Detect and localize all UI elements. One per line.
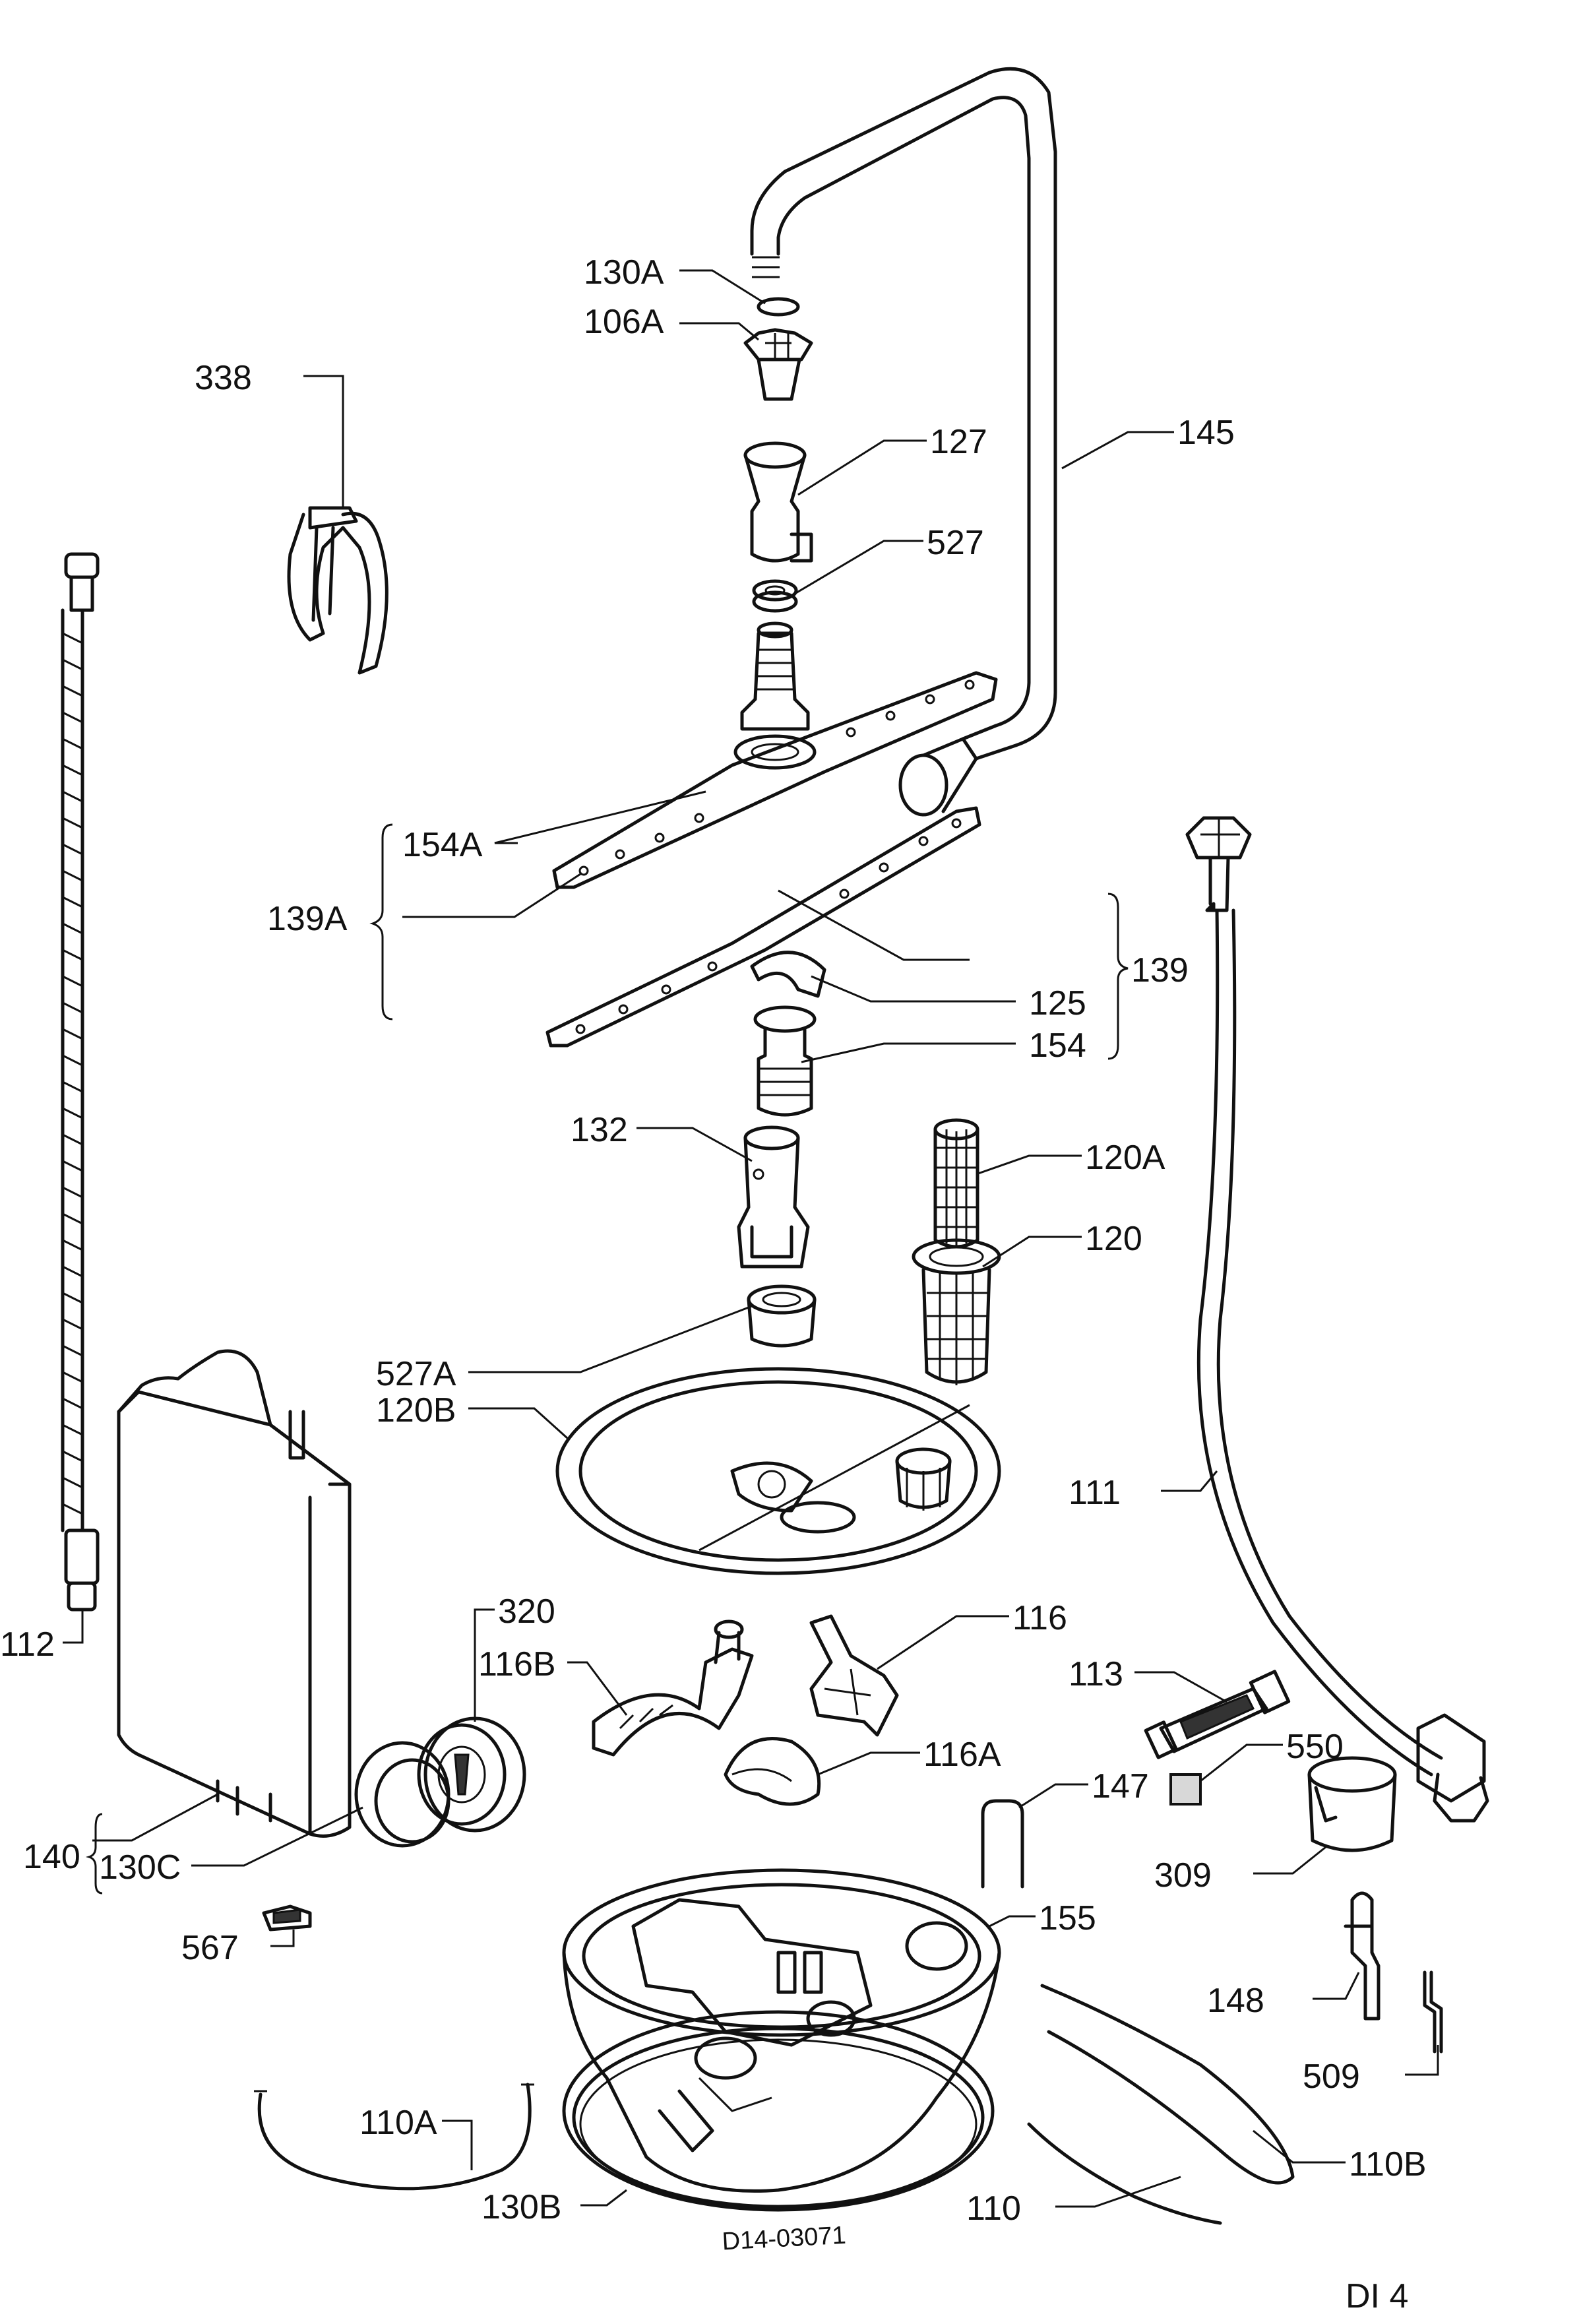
label-125: 125 (1029, 984, 1086, 1022)
part-147-u-clip (981, 1799, 1024, 1889)
bracket-139A (369, 823, 393, 1021)
label-132: 132 (571, 1111, 628, 1149)
label-550: 550 (1286, 1728, 1344, 1766)
part-116A-cap (724, 1737, 821, 1806)
part-110B-cord (1040, 1984, 1295, 2185)
leader-lines (63, 269, 1439, 2208)
label-320: 320 (498, 1592, 555, 1631)
part-338-clip (287, 506, 388, 675)
part-110-cord (1027, 2122, 1222, 2225)
part-139A-upper-spray-arm (552, 621, 998, 889)
bracket-140 (85, 1813, 103, 1895)
part-120-coarse-filter (912, 1238, 1001, 1385)
label-527: 527 (927, 524, 984, 562)
label-130B: 130B (481, 2188, 561, 2226)
bracket-139 (1107, 893, 1129, 1060)
label-140: 140 (23, 1838, 80, 1876)
page-code: DI 4 (1346, 2277, 1408, 2315)
drawing-number: D14-03071 (722, 2222, 847, 2256)
label-147: 147 (1092, 1767, 1149, 1806)
label-106A: 106A (584, 303, 664, 341)
part-111-inlet-hose (1185, 816, 1489, 1823)
label-130C: 130C (99, 1848, 181, 1887)
label-120: 120 (1085, 1220, 1142, 1258)
part-116B-elbow (592, 1619, 754, 1757)
label-112: 112 (0, 1625, 55, 1664)
part-110A-cord (257, 2083, 532, 2191)
part-309-cap (1307, 1756, 1397, 1852)
label-567: 567 (181, 1929, 239, 1967)
label-154: 154 (1029, 1026, 1086, 1065)
label-110B: 110B (1349, 2145, 1427, 2183)
part-127-sleeve (743, 441, 813, 563)
label-113: 113 (1069, 1655, 1123, 1693)
label-120B: 120B (376, 1391, 456, 1429)
label-120A: 120A (1085, 1139, 1165, 1177)
part-155-sump (562, 1868, 1001, 2193)
label-139A: 139A (267, 900, 348, 938)
label-139: 139 (1131, 951, 1189, 989)
part-140-air-break (117, 1349, 352, 1838)
part-154-bush (753, 1005, 817, 1117)
part-130A-o-ring (757, 297, 800, 317)
part-130B-seal (562, 2010, 995, 2212)
part-550-block (1169, 1773, 1202, 1806)
part-116-housing (809, 1614, 899, 1737)
label-527A: 527A (376, 1355, 456, 1393)
label-110A: 110A (359, 2104, 437, 2142)
label-309: 309 (1154, 1856, 1212, 1895)
label-111: 111 (1069, 1474, 1121, 1512)
part-509-pin (1423, 1970, 1443, 2054)
label-130A: 130A (584, 253, 664, 292)
part-527-ring-nut (752, 579, 798, 613)
label-154A: 154A (402, 826, 483, 864)
label-145: 145 (1177, 414, 1235, 452)
part-567-clip (262, 1904, 312, 1931)
label-116A: 116A (923, 1736, 1001, 1774)
label-116: 116 (1012, 1599, 1067, 1637)
label-338: 338 (195, 359, 252, 397)
label-127: 127 (930, 423, 987, 461)
part-320-seal-holder (417, 1716, 526, 1833)
label-509: 509 (1303, 2057, 1360, 2096)
part-110A-cord-ends (254, 2083, 534, 2092)
label-148: 148 (1207, 1982, 1264, 2020)
part-120B-filter-plate (555, 1367, 1001, 1575)
label-110: 110 (966, 2189, 1021, 2228)
part-145-supply-pipe (750, 67, 1057, 817)
part-120A-microfilter (933, 1118, 979, 1249)
part-148-bracket (1344, 1891, 1381, 2021)
label-155: 155 (1039, 1899, 1096, 1937)
part-112-braided-hose (61, 552, 100, 1612)
label-116B: 116B (478, 1645, 556, 1683)
part-132-tube (737, 1125, 810, 1269)
part-113-valve (1144, 1670, 1291, 1759)
part-130C-seal (354, 1741, 450, 1848)
part-139-lower-spray-arm (545, 806, 981, 1048)
part-527A-ring (747, 1284, 817, 1348)
part-106A-nut (743, 328, 813, 401)
